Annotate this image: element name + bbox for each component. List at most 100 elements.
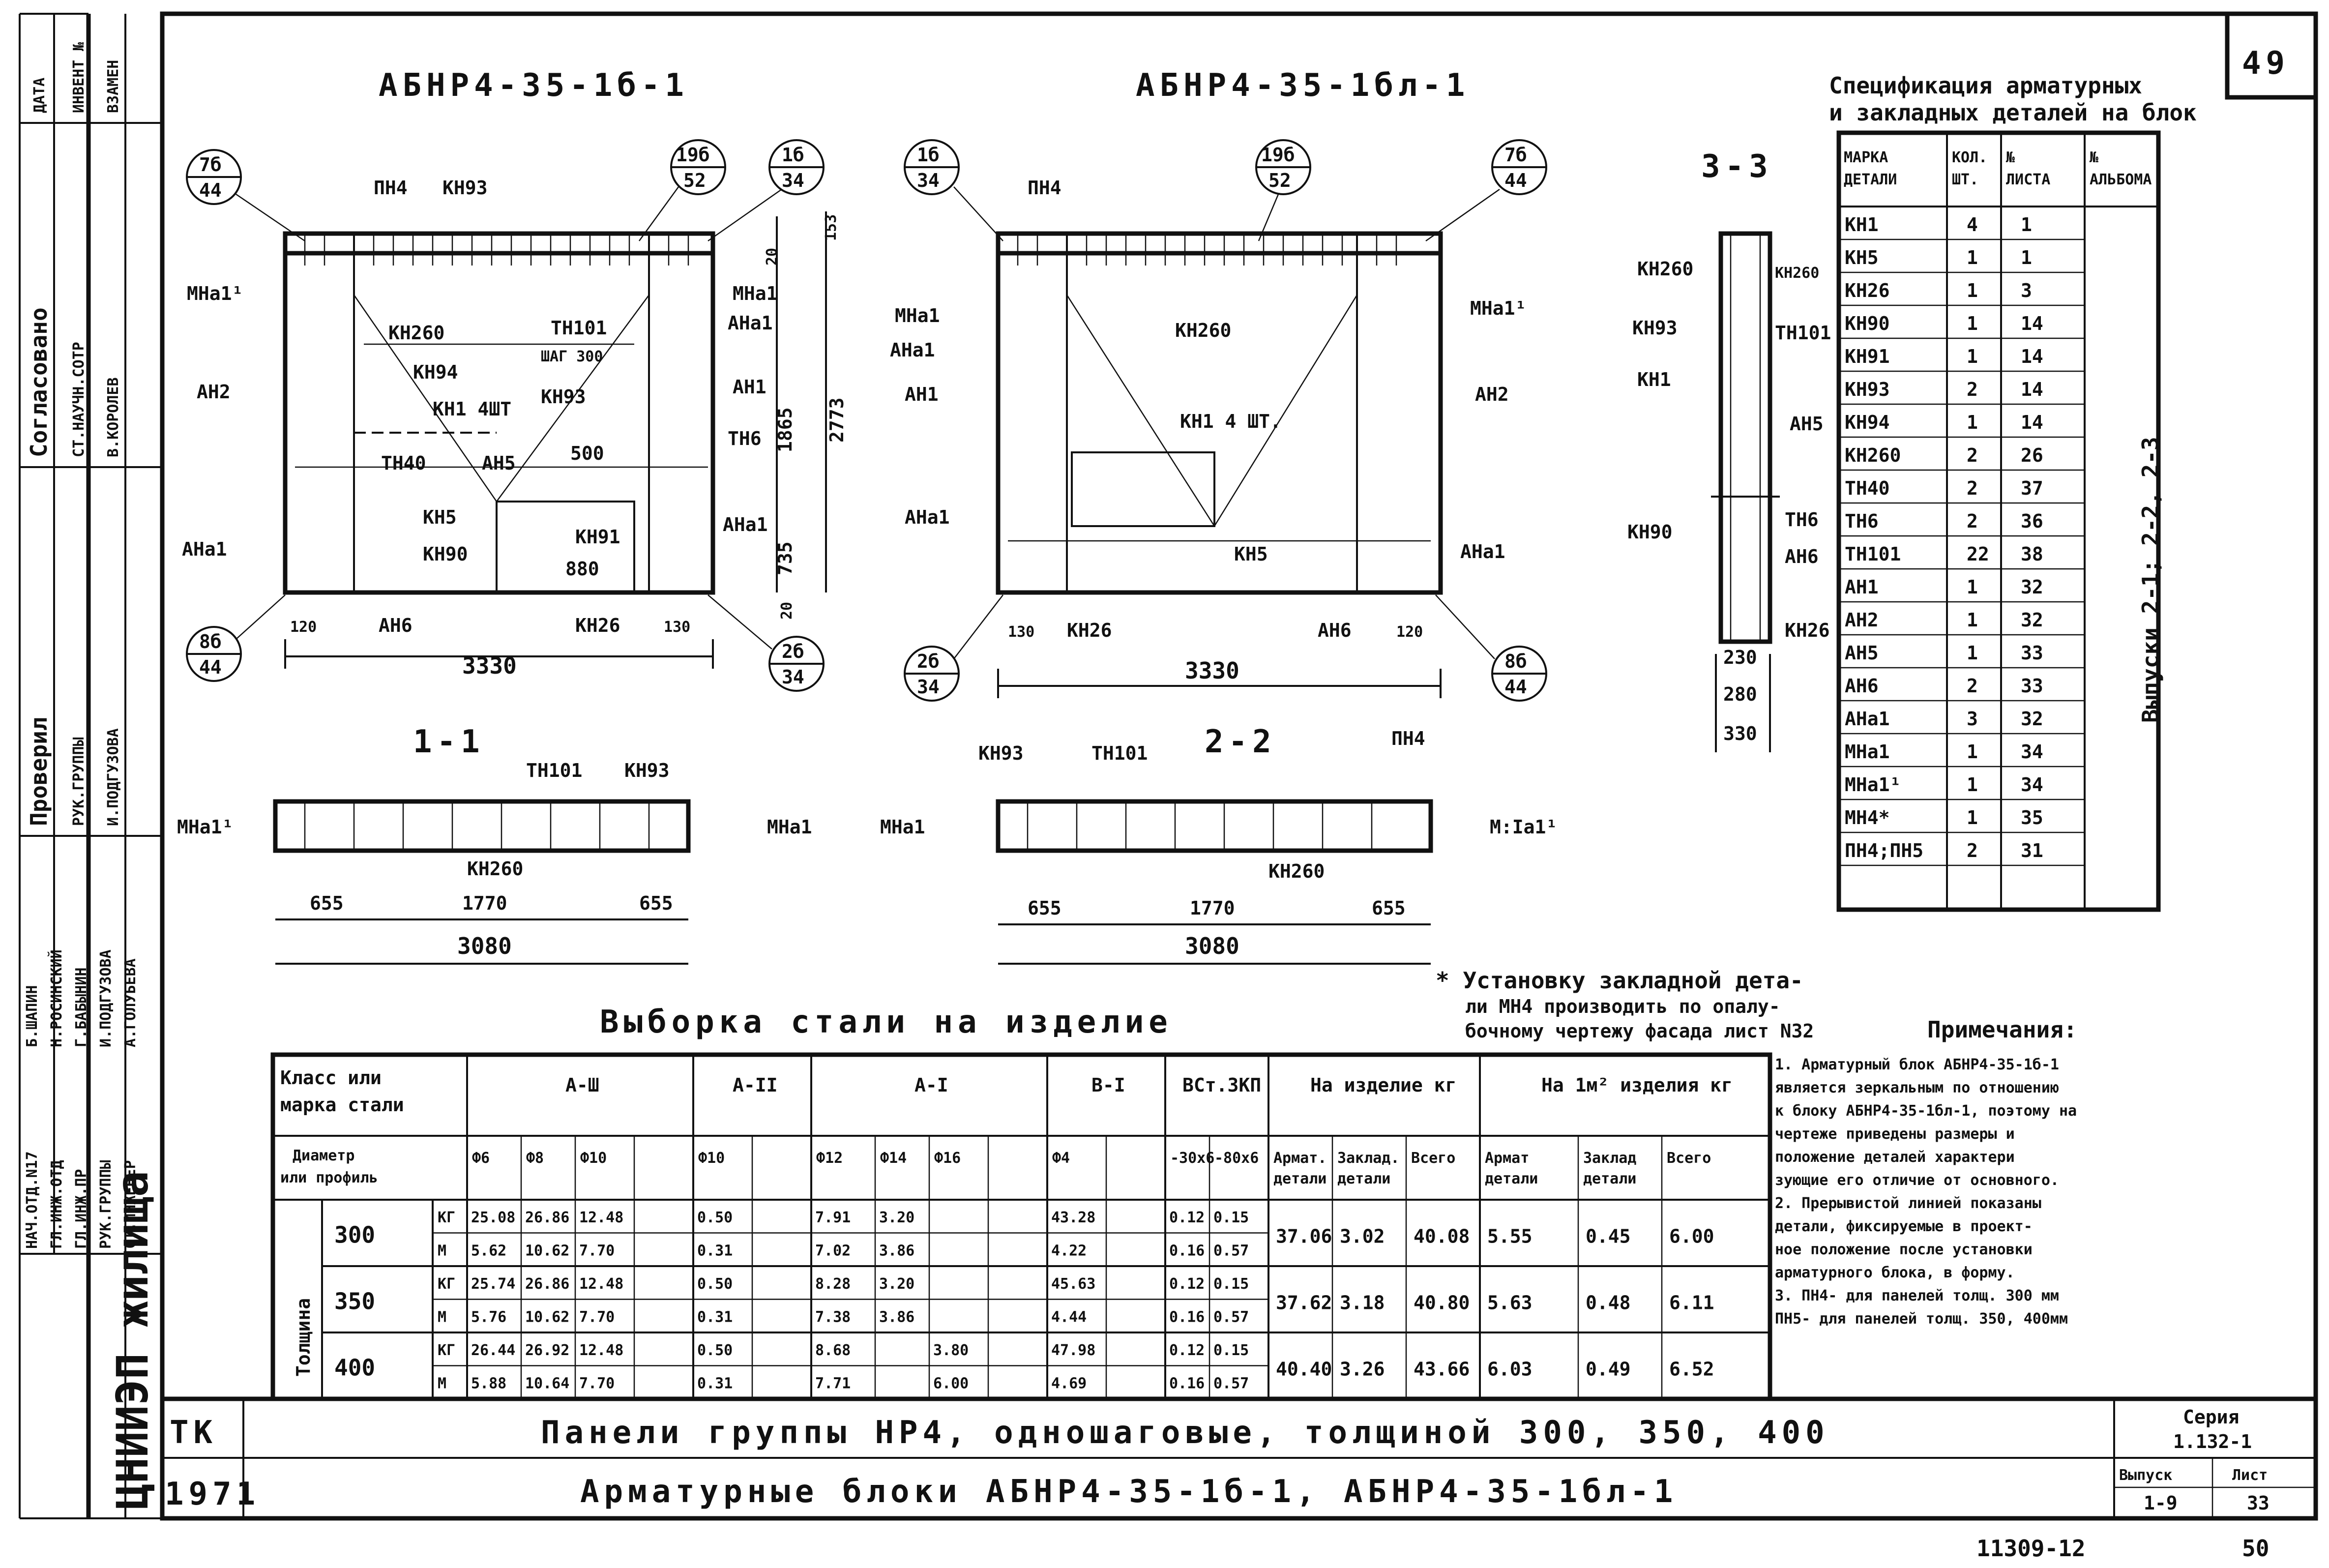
steel-diam-header: Диаметр — [293, 1147, 354, 1164]
svg-text:34: 34 — [782, 170, 804, 191]
right-lbl-ana1-t: АНа1 — [890, 339, 935, 361]
steel-unit: КГ — [438, 1209, 455, 1226]
steel-col-header: Ф10 — [580, 1150, 607, 1167]
stamp-vzamen-col: ВЗАМЕН — [105, 60, 122, 113]
spec-cell: 1 — [1967, 774, 1978, 796]
list-value: 33 — [2247, 1492, 2270, 1514]
left-lbl-kn94: КН94 — [413, 361, 458, 383]
steel-value: 0.12 — [1169, 1209, 1205, 1226]
steel-value: 8.28 — [815, 1275, 851, 1293]
page-number: 50 — [2242, 1535, 2269, 1562]
steel-col-header: Армат — [1485, 1150, 1529, 1167]
s11-lbl-tn101: ТН101 — [526, 760, 582, 781]
spec-cell: 22 — [1967, 543, 1989, 565]
right-lbl-mna1p: МНа1¹ — [1470, 297, 1526, 319]
stamp-role-1: НАЧ.ОТД.N17 — [24, 1151, 41, 1249]
steel-group-header: ВСт.3КП — [1182, 1074, 1261, 1096]
spec-cell: 4 — [1967, 214, 1978, 236]
steel-unit: КГ — [438, 1275, 455, 1293]
svg-text:34: 34 — [782, 666, 804, 688]
left-lbl-kn90: КН90 — [423, 543, 468, 565]
spec-cell: 38 — [2021, 543, 2043, 565]
left-lbl-kn260: КН260 — [388, 322, 444, 344]
spec-section: Спецификация арматурных и закладных дета… — [1829, 72, 2197, 912]
spec-cell: 2 — [1967, 379, 1978, 400]
stamp-name-2: Н.РОСИНСКИЙ — [48, 949, 65, 1047]
steel-group-header: А-II — [733, 1074, 778, 1096]
steel-value: 0.15 — [1213, 1275, 1249, 1293]
left-lbl-an2: АН2 — [197, 381, 231, 403]
steel-value: 5.62 — [471, 1243, 506, 1260]
s33-lbl-an5: АН5 — [1790, 413, 1824, 435]
spec-cell: 32 — [2021, 609, 2043, 631]
left-lbl-880: 880 — [565, 558, 599, 580]
steel-value: 0.57 — [1213, 1309, 1249, 1326]
steel-value: 0.16 — [1169, 1375, 1205, 1392]
steel-value: 0.15 — [1213, 1209, 1249, 1226]
left-lbl-kn26: КН26 — [575, 615, 620, 636]
steel-col-header: детали — [1583, 1170, 1636, 1187]
right-lbl-pn4: ПН4 — [1028, 177, 1061, 199]
spec-cell: 26 — [2021, 444, 2043, 466]
spec-cell: 2 — [1967, 444, 1978, 466]
left-elevation-view: АБНР4-35-1б-1 3330 1865 2773 — [182, 67, 848, 692]
right-lbl-kn1: КН1 4 ШТ. — [1180, 411, 1281, 432]
org-logo-text: ЦНИИЭП жилища — [107, 1171, 158, 1509]
s33-dim-330: 330 — [1723, 723, 1757, 744]
spec-cell: 3 — [1967, 708, 1978, 730]
left-dim-2773: 2773 — [826, 397, 848, 443]
svg-text:44: 44 — [1504, 170, 1527, 191]
steel-class-header: Класс или — [280, 1067, 382, 1089]
s33-lbl-kn26: КН26 — [1785, 620, 1830, 641]
steel-value: 5.88 — [471, 1375, 506, 1392]
steel-value: 25.08 — [471, 1209, 515, 1226]
note-line: 2. Прерывистой линией показаны — [1775, 1195, 2041, 1212]
right-lbl-an2: АН2 — [1475, 384, 1509, 405]
steel-unit: М — [438, 1243, 446, 1260]
steel-value: 26.92 — [525, 1342, 569, 1359]
spec-cell: 2 — [1967, 840, 1978, 861]
spec-cell: 14 — [2021, 313, 2043, 334]
s11-dim-3080: 3080 — [457, 933, 512, 959]
spec-cell: 35 — [2021, 807, 2043, 828]
stamp-name-1: Б.ШАПИН — [24, 985, 41, 1047]
steel-total: 40.40 — [1276, 1359, 1332, 1380]
left-lbl-kn1: КН1 4ШТ — [433, 398, 511, 420]
steel-col-header: Ф14 — [880, 1150, 907, 1167]
spec-cell: АН2 — [1845, 609, 1879, 631]
right-callout-8b: 8б 44 — [1435, 594, 1547, 702]
steel-value: 45.63 — [1051, 1275, 1095, 1293]
right-lbl-130: 130 — [1008, 623, 1034, 641]
spec-cell: 1 — [1967, 807, 1978, 828]
right-callout-19b: 19б 52 — [1255, 139, 1311, 241]
spec-cell: 33 — [2021, 642, 2043, 664]
steel-total: 0.45 — [1586, 1226, 1631, 1247]
s22-dim-655b: 655 — [1372, 897, 1406, 919]
note-line: 1. Арматурный блок АБНР4-35-1б-1 — [1775, 1056, 2059, 1073]
note-line: 3. ПН4- для панелей толщ. 300 мм — [1775, 1287, 2059, 1304]
right-callout-7b: 7б 44 — [1425, 139, 1547, 242]
right-lbl-mna1: МНа1 — [895, 305, 940, 326]
side-stamp: ДАТА ИНВЕНТ № ВЗАМЕН Согласовано СТ.НАУЧ… — [20, 14, 162, 1518]
steel-total: 40.08 — [1414, 1226, 1470, 1247]
spec-cell: 1 — [1967, 412, 1978, 433]
left-view-title: АБНР4-35-1б-1 — [379, 67, 689, 104]
right-lbl-kn260: КН260 — [1175, 320, 1231, 341]
sheet-number-box — [2225, 11, 2318, 100]
right-elevation-view: АБНР4-35-1бл-1 3330 1б 34 — [890, 67, 1547, 702]
stamp-name-3: Г.БАБЫНИН — [73, 967, 90, 1047]
spec-header: МАРКА — [1844, 149, 1888, 166]
s33-lbl-kn90: КН90 — [1627, 521, 1673, 543]
s11-lbl-kn93: КН93 — [624, 760, 670, 781]
s22-lbl-kn260: КН260 — [1268, 860, 1325, 882]
steel-value: 4.44 — [1051, 1309, 1087, 1326]
left-callout-8b: 8б 44 — [186, 594, 286, 682]
steel-value: 10.62 — [525, 1243, 569, 1260]
left-lbl-kn5: КН5 — [423, 506, 457, 528]
left-lbl-tn6: ТН6 — [728, 428, 762, 449]
steel-value: 0.16 — [1169, 1243, 1205, 1260]
left-dim-1865: 1865 — [774, 407, 796, 452]
s11-lbl-kn260: КН260 — [467, 858, 523, 880]
steel-value: 12.48 — [579, 1342, 623, 1359]
spec-cell: КН260 — [1845, 444, 1901, 466]
